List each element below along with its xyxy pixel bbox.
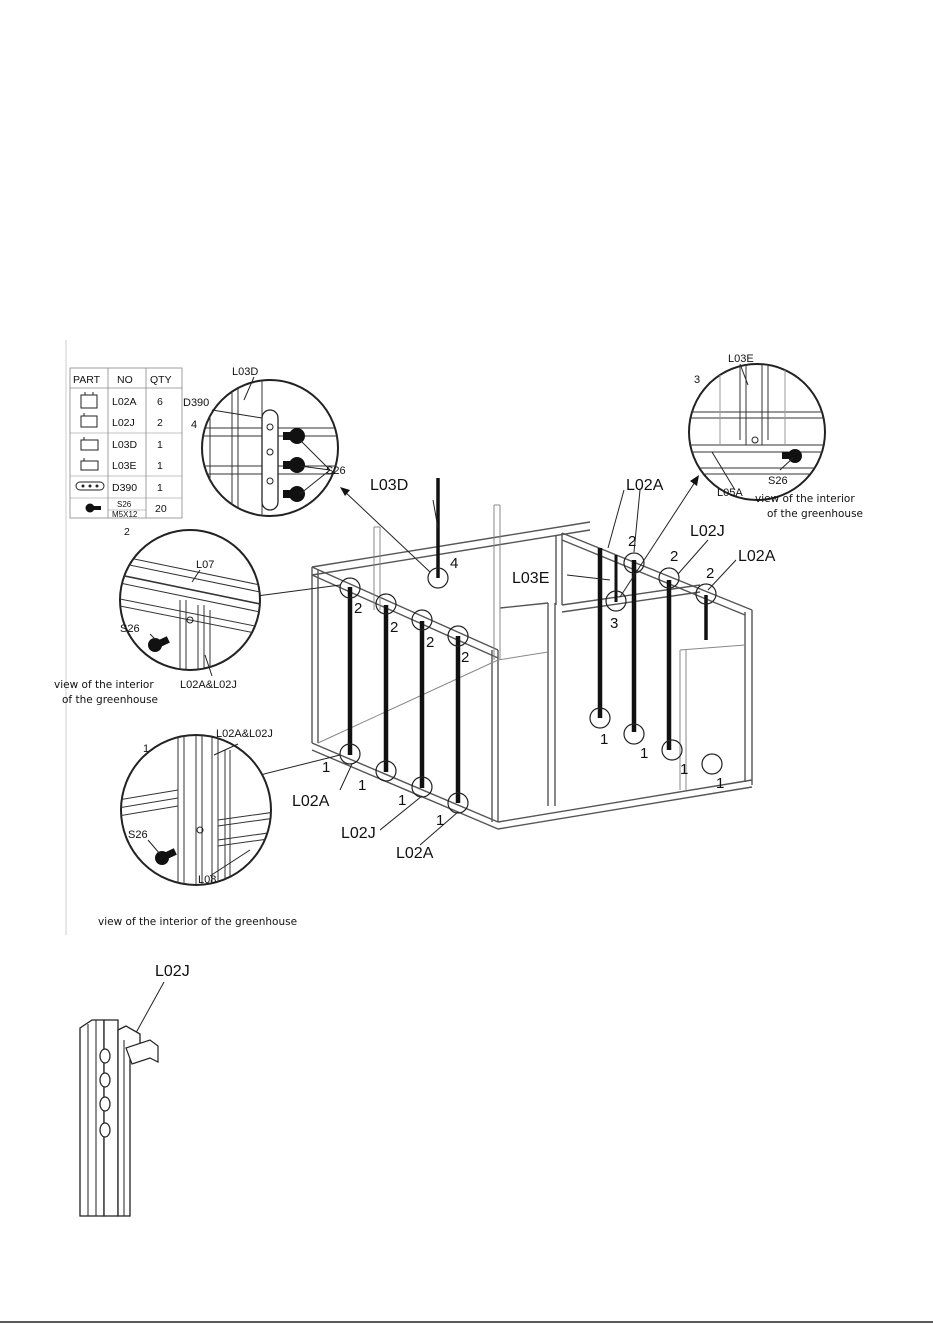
- step-2: 2: [390, 619, 398, 636]
- profile-l02a-icon: [80, 392, 98, 409]
- step-number: 4: [191, 419, 197, 431]
- screw-icon: [148, 636, 170, 652]
- step-1: 1: [322, 759, 330, 776]
- step-2: 2: [461, 649, 469, 666]
- detail-l07-joint: L07 S26 view of the interior of the gree…: [54, 529, 261, 706]
- table-qty: 20: [155, 503, 167, 515]
- greenhouse-frame: [311, 504, 753, 830]
- label-l08: L08: [198, 874, 216, 886]
- step-2: 2: [628, 533, 636, 550]
- label-s26: S26: [768, 475, 788, 487]
- label-l07: L07: [196, 559, 214, 571]
- table-no: L02J: [112, 417, 135, 429]
- step-1: 1: [436, 812, 444, 829]
- label-l02j-bottom: L02J: [341, 825, 376, 842]
- label-l02a-l02j: L02A&L02J: [216, 728, 273, 740]
- parts-table: PART NO QTY L02A 6 L02J 2 L03D 1 L03E 1 …: [69, 367, 183, 538]
- step-2: 2: [354, 600, 362, 617]
- profile-bars: [347, 478, 708, 803]
- label-l02j-top: L02J: [690, 523, 725, 540]
- label-l03d: L03D: [370, 477, 408, 494]
- label-l02a-bottom: L02A: [396, 845, 434, 862]
- step-4: 4: [450, 555, 458, 572]
- step-3: 3: [610, 615, 618, 632]
- screw-s26-icon: [85, 503, 101, 513]
- step-2: 2: [670, 548, 678, 565]
- detail-d390-plate: L03D D390 4 S26: [183, 366, 346, 517]
- step-1: 1: [640, 745, 648, 762]
- caption-line-2: of the greenhouse: [767, 508, 863, 520]
- plate-d390-icon: [75, 481, 105, 491]
- profile-l03e-icon: [80, 458, 99, 471]
- label-l05a: L05A: [717, 487, 743, 499]
- profile-l02j-icon: [80, 413, 98, 428]
- table-header-part: PART: [73, 374, 101, 386]
- table-qty: 1: [157, 439, 163, 451]
- table-footnote: 2: [124, 526, 130, 538]
- caption-line-2: of the greenhouse: [62, 694, 158, 706]
- label-l02j-profile: L02J: [155, 963, 190, 980]
- table-no: S26: [117, 500, 132, 509]
- label-l02a-top: L02A: [626, 477, 664, 494]
- l02j-profile-view: L02J: [79, 963, 190, 1217]
- step-1: 1: [716, 775, 724, 792]
- table-header-no: NO: [117, 374, 133, 386]
- label-l03e: L03E: [512, 570, 549, 587]
- table-qty: 1: [157, 460, 163, 472]
- table-qty: 1: [157, 482, 163, 494]
- leader-lines: [239, 475, 737, 846]
- detail-l03e-joint: 3 L03E L05A S26 view of the interior of …: [688, 353, 863, 520]
- caption-line-1: view of the interior: [755, 493, 855, 505]
- marker-circles: [339, 552, 723, 814]
- table-qty: 2: [157, 417, 163, 429]
- label-s26: S26: [326, 465, 346, 477]
- caption-line-1: view of the interior: [54, 679, 154, 691]
- step-1: 1: [398, 792, 406, 809]
- main-labels: L03D 4 L02A L02J L02A L03E 2 2 2 2 2 2 2…: [292, 477, 776, 862]
- table-no: L03E: [112, 460, 137, 472]
- detail-l08-joint: 1 L02A&L02J S26 L08 view of the interior…: [98, 728, 297, 928]
- screw-icon: [283, 457, 305, 473]
- step-2: 2: [426, 634, 434, 651]
- label-d390: D390: [183, 397, 209, 409]
- step-1: 1: [680, 761, 688, 778]
- table-no: D390: [112, 482, 137, 494]
- table-no: L03D: [112, 439, 138, 451]
- label-l02a-far: L02A: [738, 548, 776, 565]
- table-no-sub: M5X12: [112, 510, 138, 519]
- screw-icon: [283, 428, 305, 444]
- label-l02a-bottom-left: L02A: [292, 793, 330, 810]
- step-2: 2: [706, 565, 714, 582]
- label-s26: S26: [128, 829, 148, 841]
- profile-l03d-icon: [80, 437, 99, 451]
- label-l02a-l02j: L02A&L02J: [180, 679, 237, 691]
- table-header-qty: QTY: [150, 374, 172, 386]
- screw-icon: [283, 486, 305, 502]
- step-number: 3: [694, 374, 700, 386]
- caption: view of the interior of the greenhouse: [98, 916, 297, 928]
- step-number: 1: [143, 743, 149, 755]
- step-1: 1: [600, 731, 608, 748]
- label-l03e: L03E: [728, 353, 754, 365]
- table-qty: 6: [157, 396, 163, 408]
- label-l03d: L03D: [232, 366, 258, 378]
- table-no: L02A: [112, 396, 137, 408]
- screw-icon: [155, 848, 177, 865]
- step-1: 1: [358, 777, 366, 794]
- label-s26: S26: [120, 623, 140, 635]
